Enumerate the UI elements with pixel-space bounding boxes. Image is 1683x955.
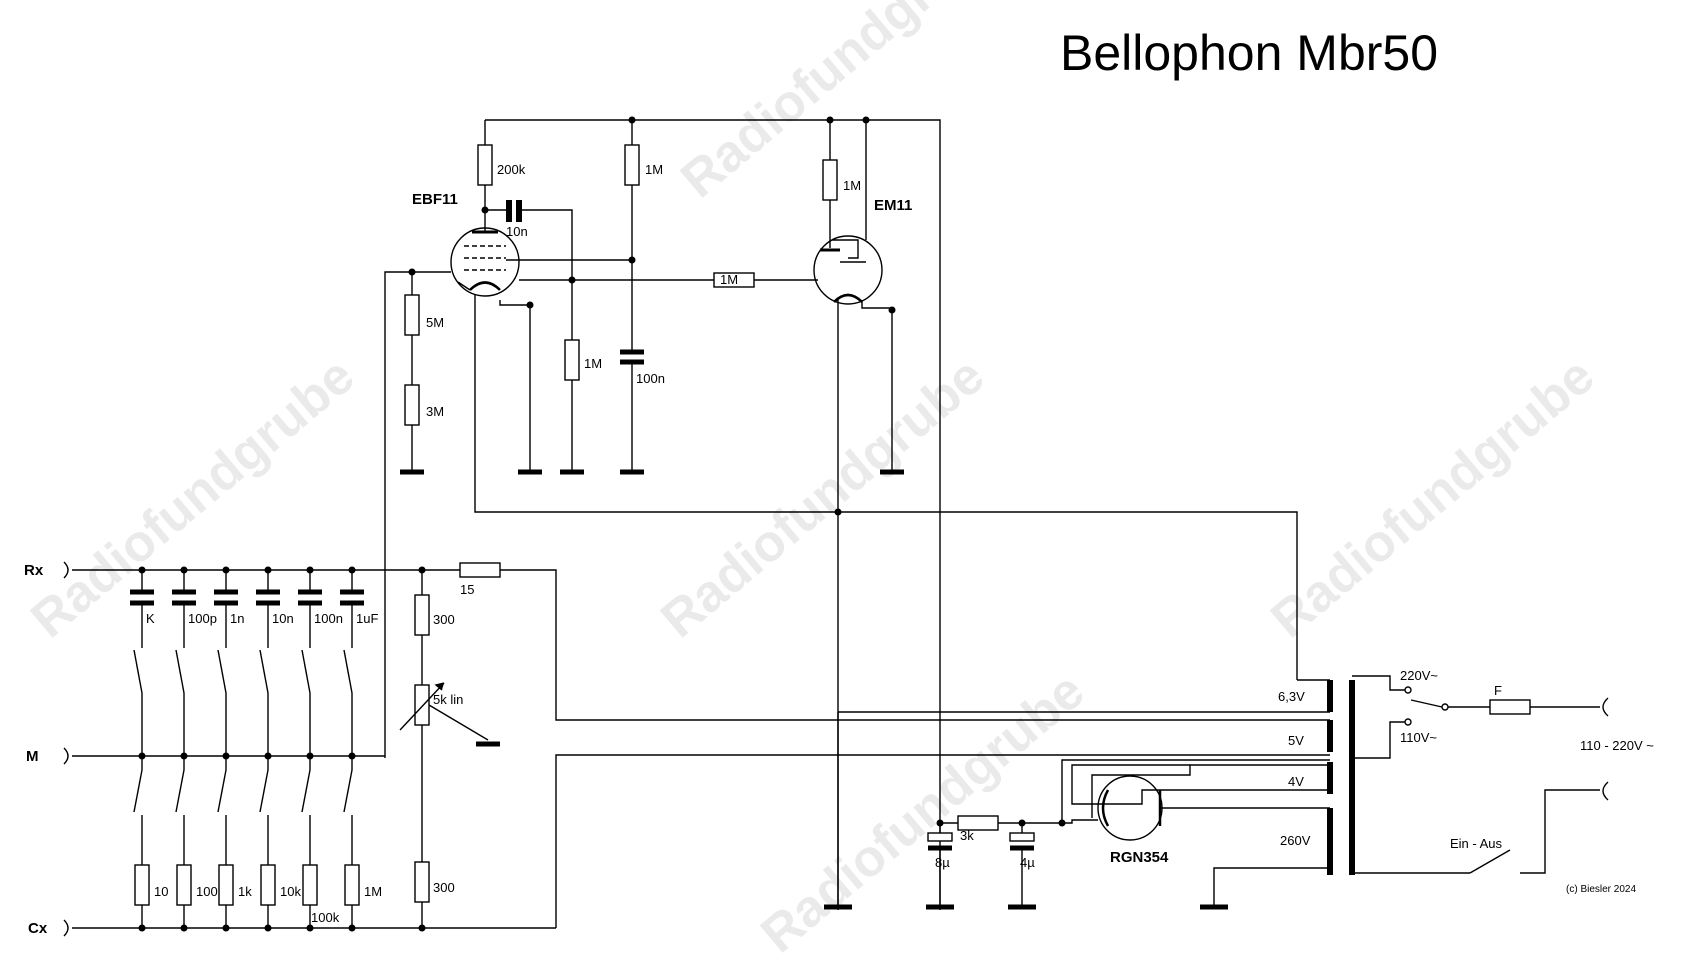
power-supply: 6,3V 5V 4V 260V RGN354 3k 8µ 4µ [824, 668, 1654, 910]
label-1m-mid: 1M [720, 272, 738, 287]
watermarks: Radiofundgrube Radiofundgrube Radiofundg… [20, 0, 1605, 955]
label-fuse: F [1494, 683, 1502, 698]
tube-section: 200k 10n EBF11 5M 3M [384, 116, 1298, 910]
range-resistor-label: 1k [238, 884, 252, 899]
label-rgn354: RGN354 [1110, 849, 1169, 866]
range-cap-label: 1uF [356, 611, 378, 626]
label-mains: 110 - 220V ~ [1580, 738, 1654, 753]
range-switch-lower[interactable] [343, 769, 353, 813]
label-5v: 5V [1288, 733, 1304, 748]
label-15: 15 [460, 582, 474, 597]
label-power: Ein - Aus [1450, 836, 1503, 851]
label-10n: 10n [506, 224, 528, 239]
capacitor-4u [1009, 832, 1035, 842]
terminal-mains-1[interactable] [1602, 697, 1609, 717]
range-switch-upper[interactable] [175, 649, 185, 694]
page-title: Bellophon Mbr50 [1060, 25, 1438, 81]
range-switch-upper[interactable] [259, 649, 269, 694]
label-200k: 200k [497, 162, 526, 177]
label-1m-c: 1M [584, 356, 602, 371]
label-260v: 260V [1280, 833, 1311, 848]
range-cap-label: 100n [314, 611, 343, 626]
range-resistor [344, 864, 360, 906]
voltage-selector-switch[interactable] [1410, 699, 1443, 708]
bplus-rail [485, 119, 941, 910]
range-switch-upper[interactable] [343, 649, 353, 694]
resistor-3m [404, 384, 420, 426]
label-ebf11: EBF11 [412, 191, 458, 208]
range-resistor-label: 100k [311, 910, 340, 925]
tube-rgn354 [1097, 775, 1163, 841]
range-resistor [176, 864, 192, 906]
range-resistor [134, 864, 150, 906]
watermark-3: Radiofundgrube [1260, 347, 1605, 650]
label-220v: 220V~ [1400, 668, 1438, 683]
range-switch-lower[interactable] [259, 769, 269, 813]
label-1m-a: 1M [645, 162, 663, 177]
range-switch-bank: Rx M Cx K 10 100p 100 1n 1k 10n 10k 100n 100k 1uF 1… [24, 561, 1330, 937]
label-100n-top: 100n [636, 371, 665, 386]
label-110v: 110V~ [1400, 730, 1437, 745]
label-63v: 6,3V [1278, 689, 1305, 704]
label-cx: Cx [28, 920, 48, 937]
label-300-a: 300 [433, 612, 455, 627]
range-resistor-label: 10 [154, 884, 168, 899]
copyright: (c) Biesler 2024 [1566, 884, 1636, 895]
range-switch-upper[interactable] [301, 649, 311, 694]
label-4v: 4V [1288, 774, 1304, 789]
range-cap-label: 1n [230, 611, 244, 626]
range-resistor-label: 100 [196, 884, 218, 899]
label-pot: 5k lin [433, 692, 463, 707]
label-1m-b: 1M [843, 178, 861, 193]
range-cap-label: 10n [272, 611, 294, 626]
terminal-m[interactable] [63, 747, 69, 765]
resistor-300-a [414, 594, 430, 636]
watermark-5: Radiofundgrube [750, 662, 1095, 955]
label-m: M [26, 748, 39, 765]
range-resistor-label: 1M [364, 884, 382, 899]
range-resistor [260, 864, 276, 906]
label-em11: EM11 [874, 197, 912, 214]
range-resistor-label: 10k [280, 884, 301, 899]
tube-em11 [813, 235, 883, 305]
label-300-b: 300 [433, 880, 455, 895]
capacitor-8u [927, 832, 953, 842]
range-switch-lower[interactable] [133, 769, 143, 813]
range-switch-upper[interactable] [133, 649, 143, 694]
label-rx: Rx [24, 562, 44, 579]
label-3m: 3M [426, 404, 444, 419]
range-switch-upper[interactable] [217, 649, 227, 694]
power-switch[interactable] [1469, 849, 1511, 874]
range-cap-label: 100p [188, 611, 217, 626]
label-4u: 4µ [1020, 855, 1035, 870]
terminal-cx[interactable] [63, 919, 69, 937]
terminal-mains-2[interactable] [1602, 781, 1609, 801]
range-resistor [218, 864, 234, 906]
range-resistor [302, 864, 318, 906]
label-3k: 3k [960, 828, 974, 843]
range-cap-label: K [146, 611, 155, 626]
range-switch-lower[interactable] [301, 769, 311, 813]
watermark-2: Radiofundgrube [650, 347, 995, 650]
fuse [1489, 699, 1531, 715]
resistor-1m-b [822, 159, 838, 201]
resistor-5m [404, 294, 420, 336]
resistor-1m-c [564, 339, 580, 381]
potentiometer-5k[interactable] [414, 684, 430, 726]
resistor-200k [477, 144, 493, 186]
tube-ebf11 [450, 227, 520, 297]
resistor-15 [459, 562, 501, 578]
resistor-300-b [414, 861, 430, 903]
range-switch-lower[interactable] [175, 769, 185, 813]
terminal-rx[interactable] [63, 561, 69, 579]
range-switch-lower[interactable] [217, 769, 227, 813]
resistor-1m-a [624, 144, 640, 186]
label-5m: 5M [426, 315, 444, 330]
label-8u: 8µ [935, 855, 950, 870]
